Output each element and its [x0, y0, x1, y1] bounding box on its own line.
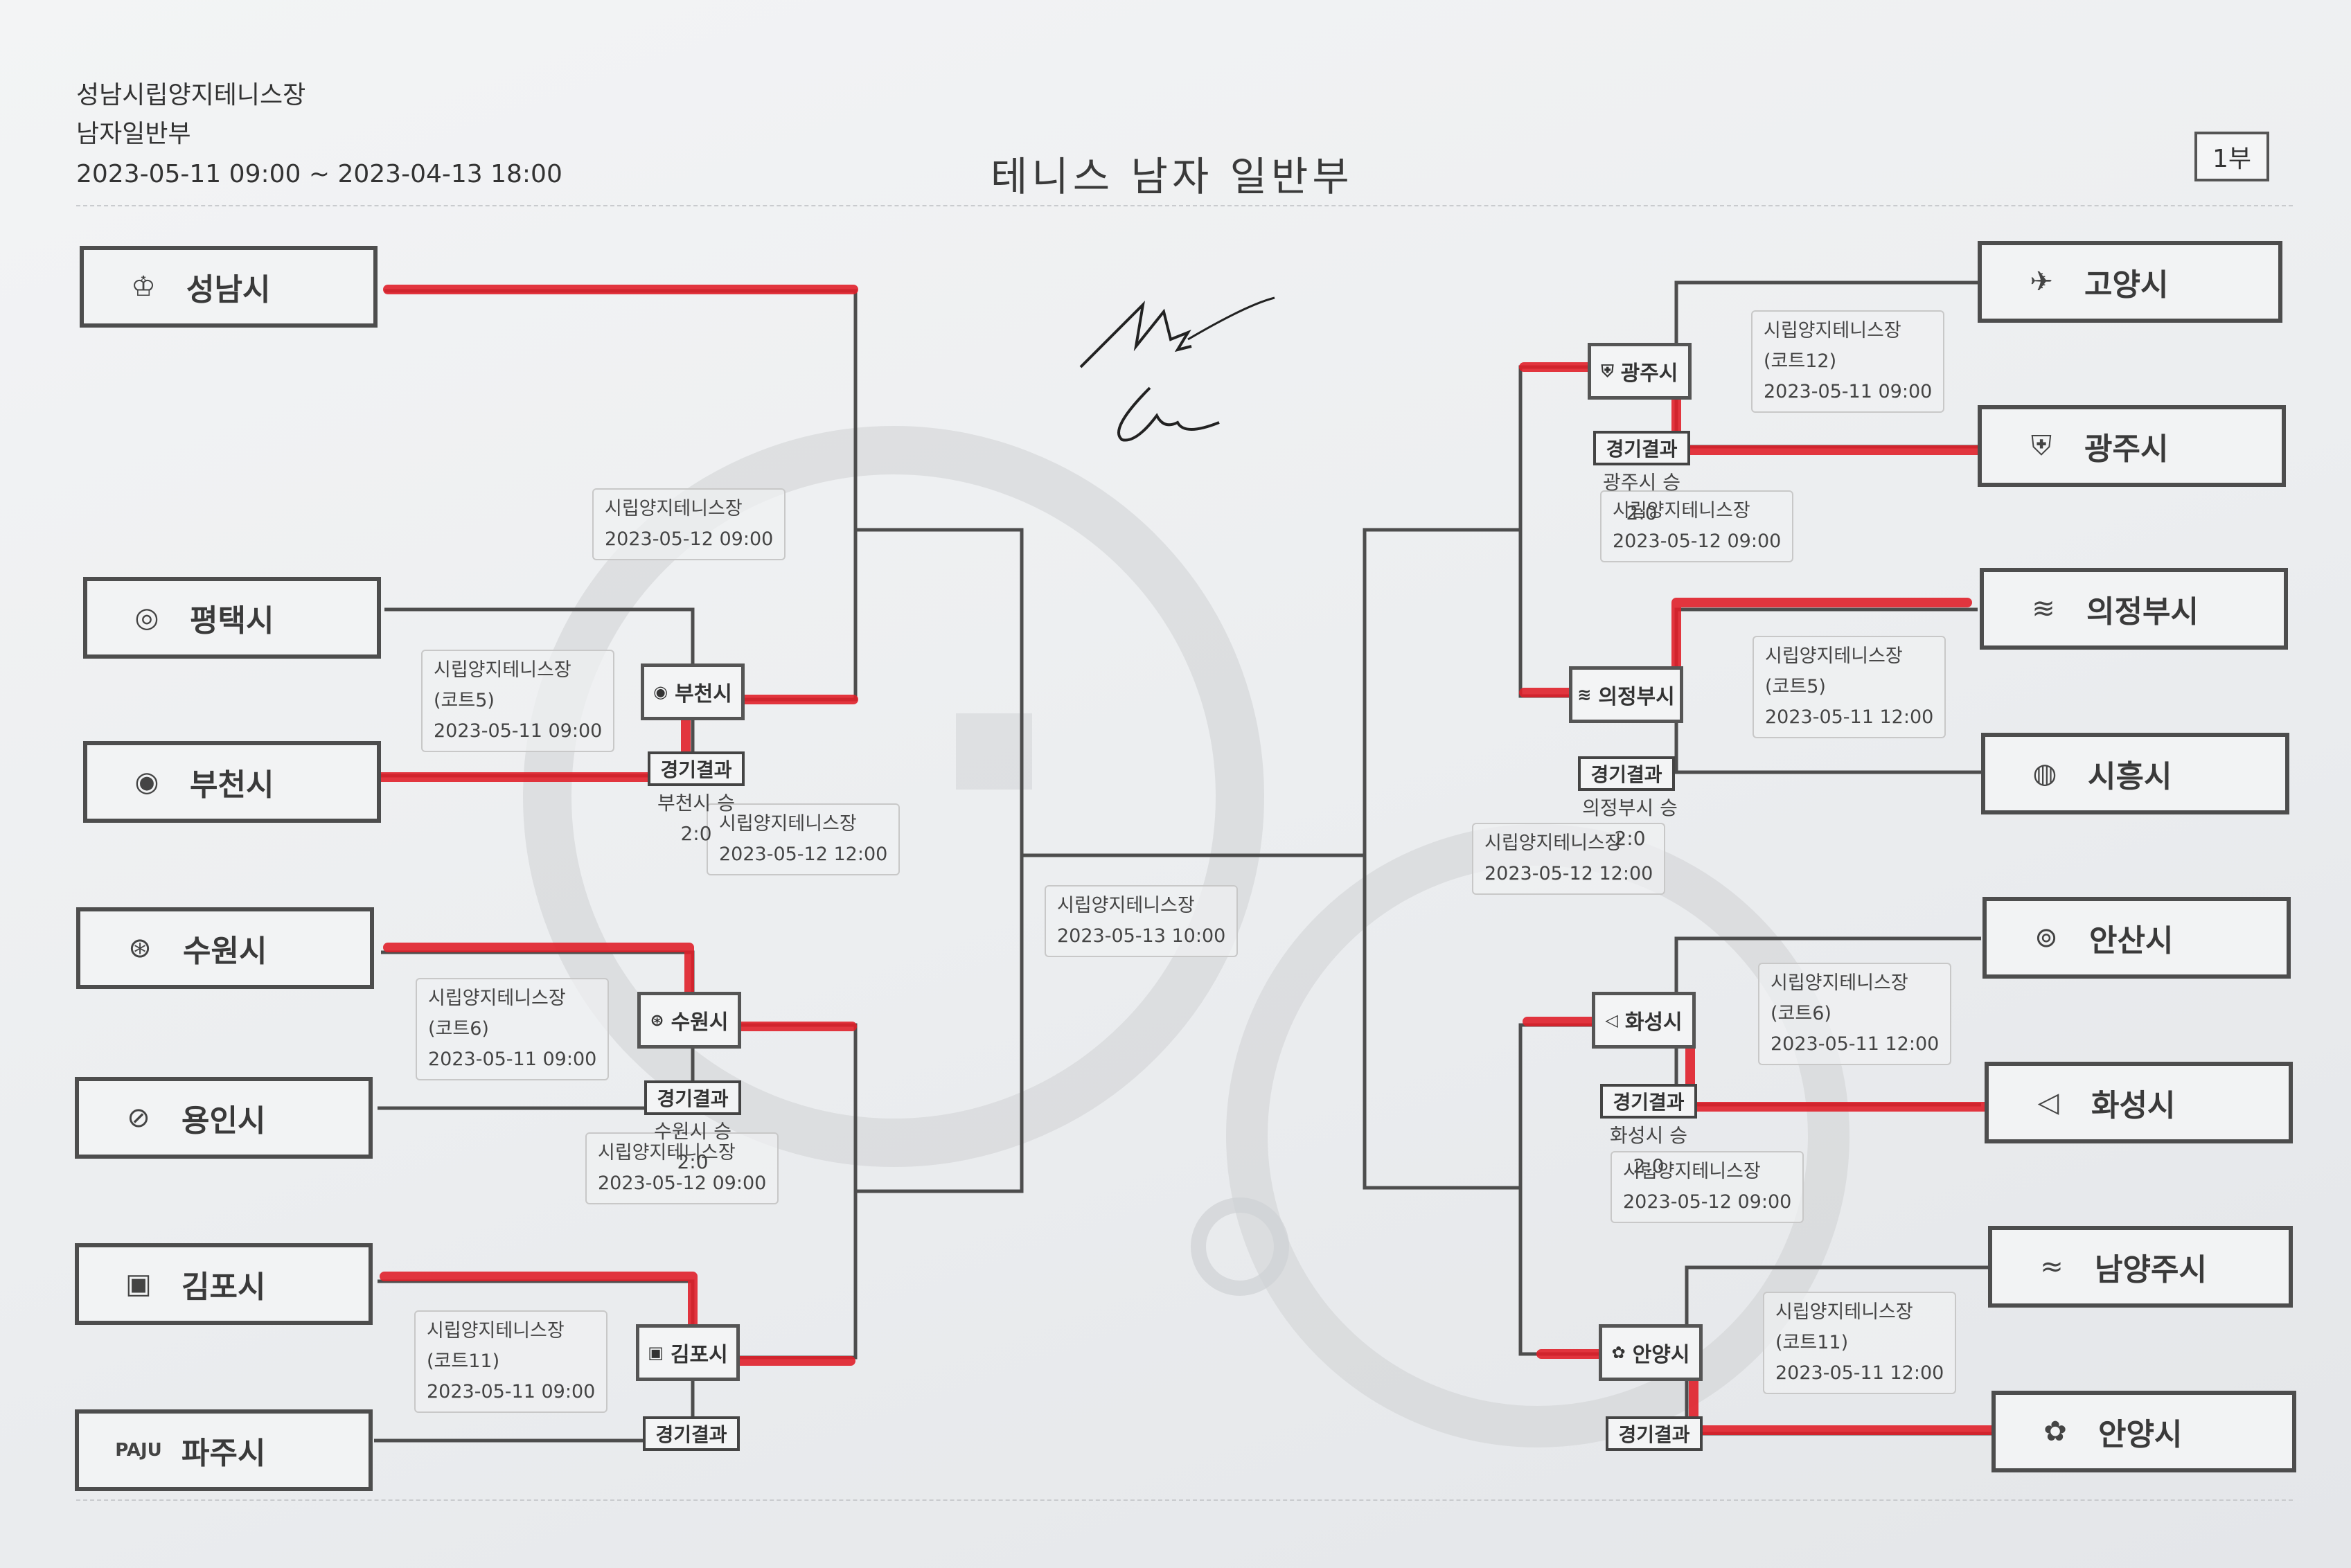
- match-result-button[interactable]: 경기결과: [1600, 1084, 1697, 1119]
- anyang-emblem-icon: ✿: [1611, 1343, 1626, 1362]
- team-name: 평택시: [190, 603, 274, 639]
- uijeongbu-emblem-icon: ≋: [2032, 593, 2055, 625]
- winner-slot: ⊛수원시: [637, 992, 741, 1049]
- gimpo-emblem-icon: ▣: [648, 1343, 664, 1362]
- footer-divider: [76, 1499, 2293, 1501]
- team-name: 화성시: [2091, 1088, 2176, 1123]
- match-result-button[interactable]: 경기결과: [1578, 756, 1675, 791]
- hwaseong-emblem-icon: ◁: [2037, 1087, 2059, 1119]
- team-slot: ◎ 평택시: [83, 577, 381, 659]
- ansan-emblem-icon: ⊚: [2034, 922, 2058, 954]
- match-info-box: 시립양지테니스장(코트5)2023-05-11 12:00: [1753, 636, 1946, 738]
- match-result-button[interactable]: 경기결과: [644, 1080, 741, 1115]
- winner-slot: ⛨광주시: [1588, 343, 1692, 400]
- suwon-emblem-icon: ⊛: [650, 1010, 664, 1030]
- team-slot: ⊚ 안산시: [1982, 897, 2291, 979]
- header-period: 2023-05-11 09:00 ~ 2023-04-13 18:00: [76, 160, 562, 188]
- team-name: 김포시: [181, 1269, 266, 1305]
- page-title: 테니스 남자 일반부: [991, 153, 1354, 200]
- team-slot: ⛨ 광주시: [1978, 405, 2286, 487]
- winner-slot: ▣김포시: [636, 1324, 740, 1381]
- team-slot: ♔ 성남시: [80, 246, 378, 328]
- match-info-box: 시립양지테니스장(코트11)2023-05-11 09:00: [414, 1310, 608, 1413]
- team-name: 안산시: [2089, 923, 2174, 959]
- team-name: 용인시: [181, 1103, 266, 1139]
- team-slot: ≋ 의정부시: [1980, 568, 2288, 650]
- yongin-emblem-icon: ⊘: [127, 1102, 150, 1134]
- match-info-box: 시립양지테니스장(코트6)2023-05-11 12:00: [1758, 963, 1952, 1065]
- winner-slot: ◉부천시: [641, 663, 745, 720]
- team-name: 의정부시: [2086, 594, 2199, 630]
- team-slot: ⊘ 용인시: [75, 1077, 373, 1159]
- goyang-emblem-icon: ✈: [2030, 266, 2053, 298]
- winner-slot: ◁화성시: [1592, 992, 1696, 1049]
- hwaseong-emblem-icon: ◁: [1605, 1010, 1618, 1030]
- winner-slot: ≋의정부시: [1569, 666, 1683, 723]
- team-slot: PAJU 파주시: [75, 1409, 373, 1491]
- team-slot: ◁ 화성시: [1985, 1062, 2293, 1143]
- bucheon-emblem-icon: ◉: [653, 682, 668, 702]
- header-division: 남자일반부: [76, 120, 191, 148]
- siheung-emblem-icon: ◍: [2032, 758, 2057, 790]
- winner-slot: ✿안양시: [1599, 1324, 1703, 1381]
- team-slot: ⊛ 수원시: [76, 907, 374, 989]
- team-slot: ✈ 고양시: [1978, 241, 2282, 323]
- suwon-emblem-icon: ⊛: [128, 932, 152, 964]
- uijeongbu-emblem-icon: ≋: [1577, 685, 1592, 704]
- match-info-box: 시립양지테니스장(코트12)2023-05-11 09:00: [1751, 310, 1945, 413]
- header-venue: 성남시립양지테니스장: [76, 81, 306, 109]
- team-name: 성남시: [186, 272, 271, 308]
- team-name: 시흥시: [2088, 759, 2172, 794]
- match-result-button[interactable]: 경기결과: [1606, 1416, 1703, 1451]
- header-divider: [76, 205, 2293, 206]
- team-name: 부천시: [190, 767, 274, 803]
- match-result-button[interactable]: 경기결과: [1593, 431, 1690, 465]
- team-name: 고양시: [2084, 267, 2169, 303]
- team-name: 남양주시: [2095, 1252, 2207, 1288]
- paju-emblem-icon: PAJU: [115, 1440, 162, 1461]
- match-result-button[interactable]: 경기결과: [643, 1416, 740, 1451]
- team-slot: ≈ 남양주시: [1988, 1226, 2293, 1308]
- part-badge: 1부: [2194, 132, 2270, 181]
- team-slot: ✿ 안양시: [1991, 1391, 2296, 1472]
- gimpo-emblem-icon: ▣: [125, 1268, 152, 1300]
- team-name: 광주시: [2084, 431, 2169, 467]
- team-slot: ▣ 김포시: [75, 1243, 373, 1325]
- gwangju-emblem-icon: ⛨: [1601, 362, 1614, 381]
- handwritten-signature: [1079, 296, 1275, 442]
- gwangju-emblem-icon: ⛨: [2031, 430, 2052, 462]
- team-name: 파주시: [181, 1436, 266, 1471]
- match-result-button[interactable]: 경기결과: [648, 751, 745, 786]
- namyangju-emblem-icon: ≈: [2040, 1251, 2064, 1283]
- match-info-box: 시립양지테니스장(코트6)2023-05-11 09:00: [416, 978, 610, 1080]
- team-slot: ◍ 시흥시: [1981, 733, 2289, 814]
- anyang-emblem-icon: ✿: [2043, 1416, 2067, 1447]
- pyeongtaek-emblem-icon: ◎: [134, 602, 159, 634]
- team-slot: ◉ 부천시: [83, 741, 381, 823]
- match-info-box: 시립양지테니스장(코트11)2023-05-11 12:00: [1763, 1292, 1957, 1394]
- bucheon-emblem-icon: ◉: [134, 766, 159, 798]
- team-name: 수원시: [183, 934, 267, 969]
- match-info-box: 시립양지테니스장(코트5)2023-05-11 09:00: [421, 650, 615, 752]
- team-name: 안양시: [2098, 1417, 2183, 1452]
- seongnam-emblem-icon: ♔: [131, 271, 156, 303]
